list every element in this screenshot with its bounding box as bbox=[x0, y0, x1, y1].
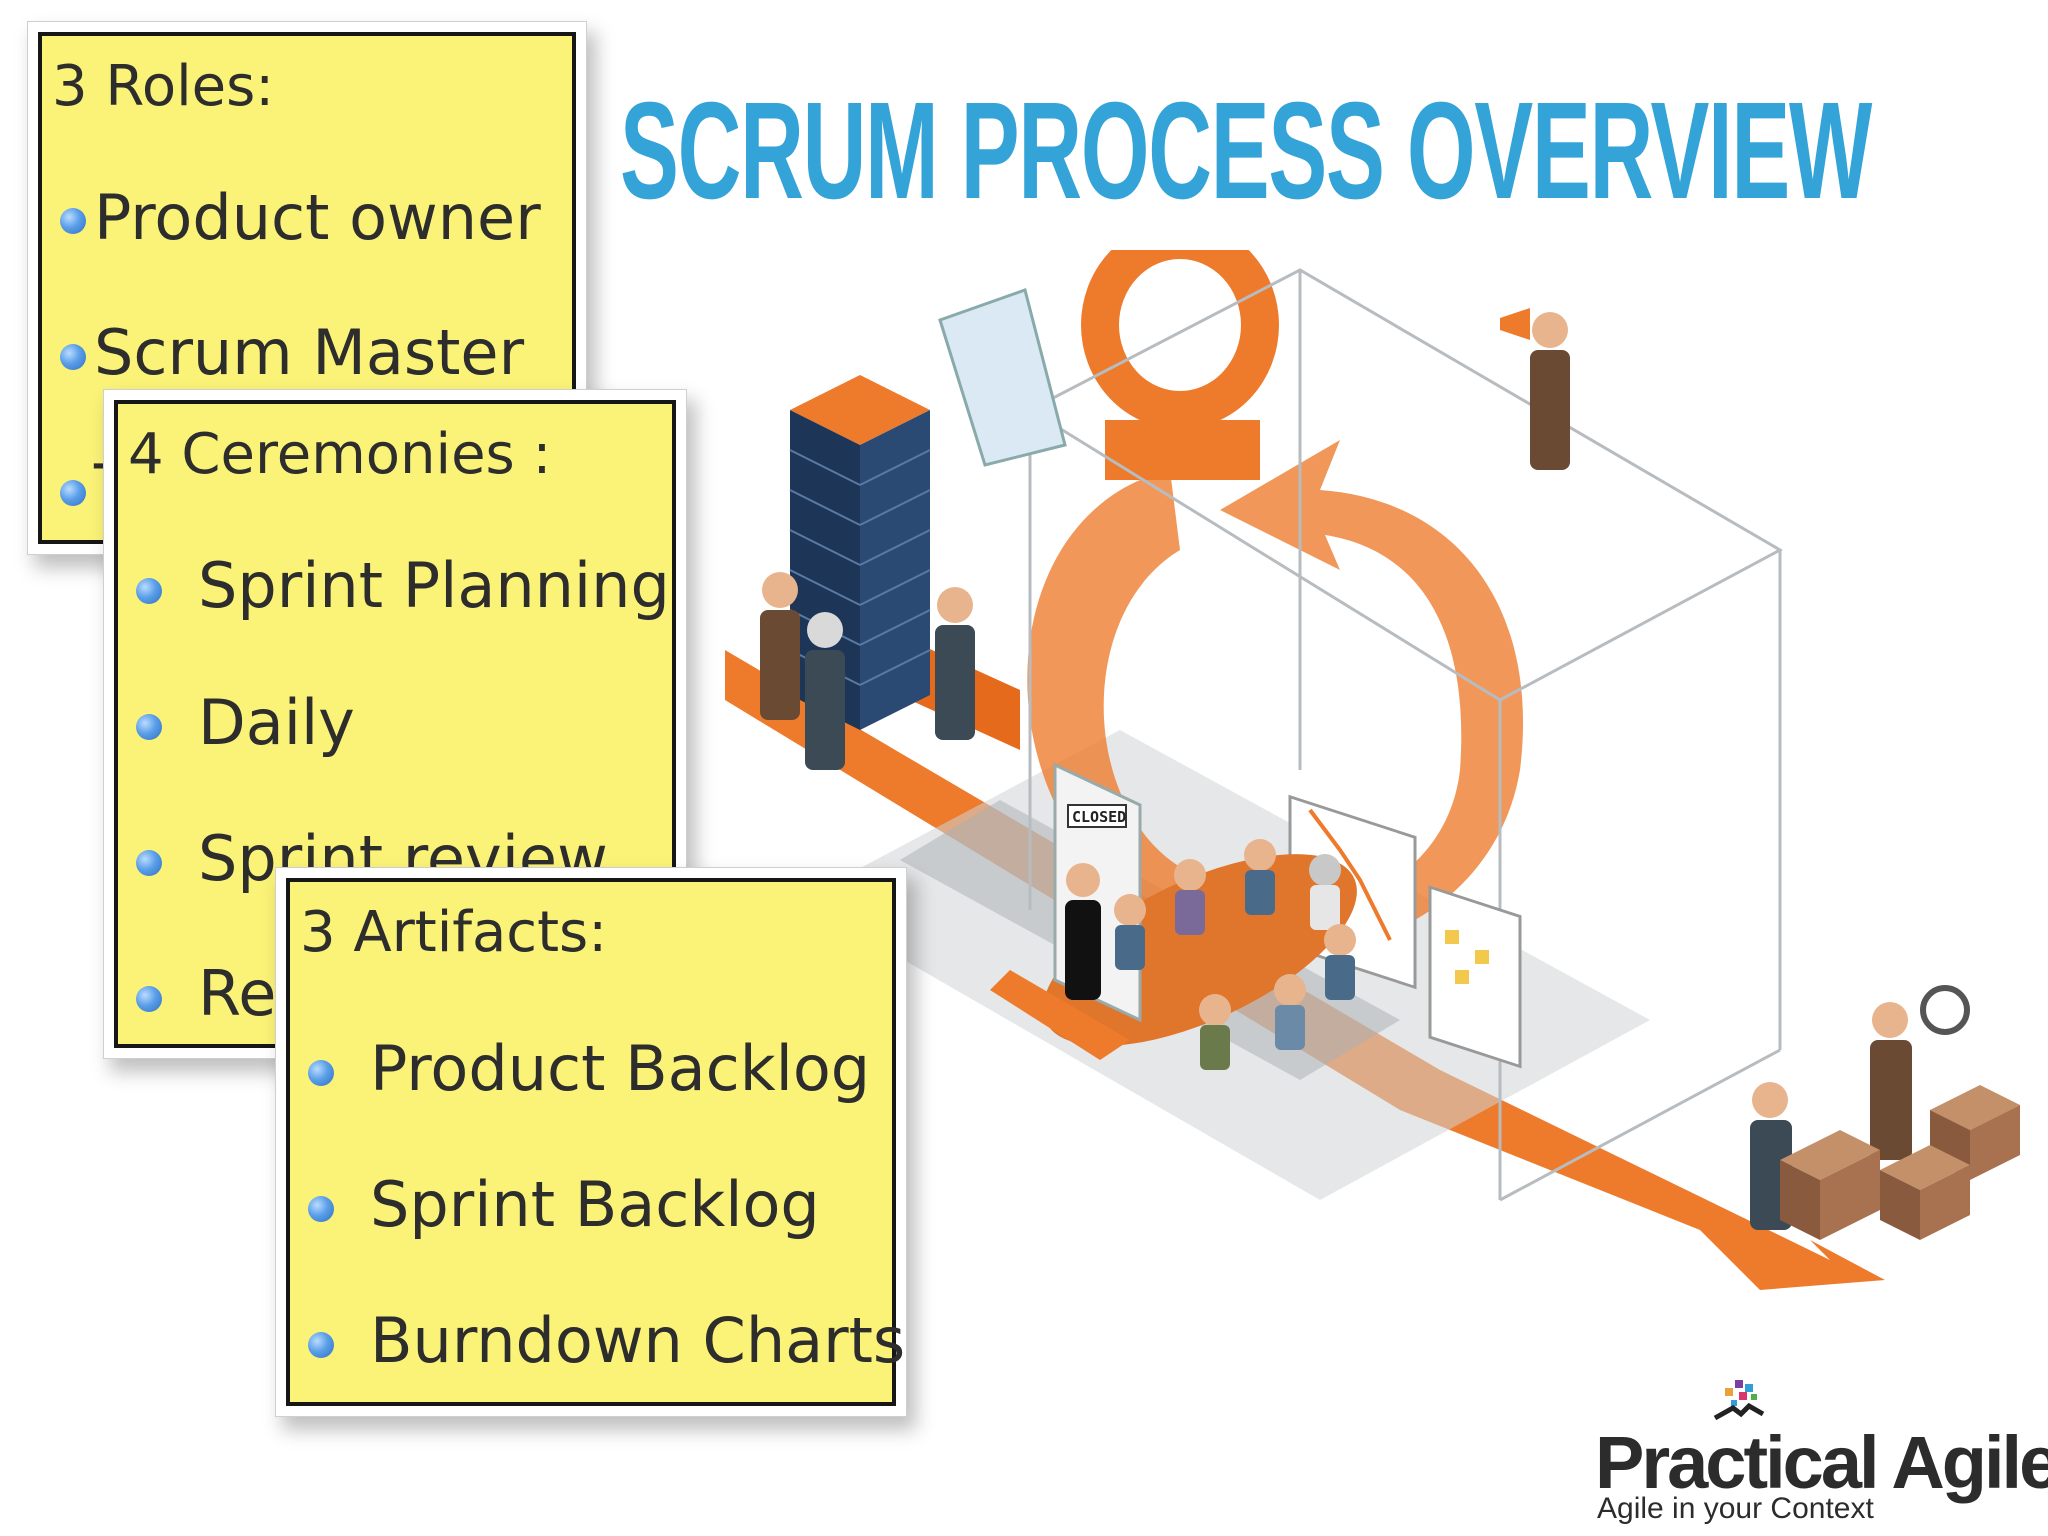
product-backlog-stack bbox=[789, 375, 931, 730]
logo-tagline: Agile in your Context bbox=[1597, 1492, 1874, 1525]
closed-sign-text: CLOSED bbox=[1072, 808, 1126, 826]
delivered-boxes bbox=[1780, 1085, 2020, 1240]
tablet bbox=[938, 288, 1067, 467]
logo-name: Practical Agile bbox=[1595, 1421, 2048, 1504]
bullet-icon bbox=[136, 986, 162, 1012]
bullet-icon bbox=[308, 1060, 334, 1086]
people bbox=[760, 312, 1912, 1230]
artifact-burndown-charts: Burndown Charts bbox=[370, 1304, 906, 1377]
bullet-icon bbox=[60, 344, 86, 370]
ceremony-retrospective: Ret bbox=[198, 957, 301, 1030]
artifacts-heading: 3 Artifacts: bbox=[300, 900, 608, 965]
bullet-icon bbox=[60, 480, 86, 506]
role-product-owner: Product owner bbox=[94, 181, 541, 254]
megaphone-icon bbox=[1500, 308, 1530, 340]
ceremony-sprint-planning: Sprint Planning bbox=[198, 549, 670, 622]
role-scrum-master: Scrum Master bbox=[94, 316, 525, 389]
bullet-icon bbox=[308, 1332, 334, 1358]
artifacts-note: 3 Artifacts: Product Backlog Sprint Back… bbox=[276, 868, 906, 1416]
magnifying-glass-icon bbox=[1920, 985, 1970, 1035]
artifact-product-backlog: Product Backlog bbox=[370, 1032, 871, 1105]
page-title: SCRUM PROCESS OVERVIEW bbox=[620, 74, 1872, 228]
bullet-icon bbox=[136, 714, 162, 740]
sprint-room bbox=[1026, 268, 1784, 1202]
ceremony-daily: Daily bbox=[198, 686, 355, 759]
bullet-icon bbox=[136, 578, 162, 604]
roles-heading: 3 Roles: bbox=[52, 54, 275, 119]
artifact-sprint-backlog: Sprint Backlog bbox=[370, 1168, 820, 1241]
scrum-process-illustration: CLOSED bbox=[725, 250, 2020, 1290]
bullet-icon bbox=[308, 1196, 334, 1222]
bullet-icon bbox=[136, 850, 162, 876]
bullet-icon bbox=[60, 208, 86, 234]
daily-loop-arrow bbox=[1081, 250, 1279, 429]
task-board bbox=[1428, 885, 1522, 1069]
logo-mark-icon bbox=[1713, 1380, 1765, 1421]
iteration-loop-arrow bbox=[1027, 440, 1524, 953]
closed-sign bbox=[1067, 804, 1127, 828]
practical-agile-logo: Practical Agile Agile in your Context bbox=[1595, 1380, 2048, 1525]
ceremonies-heading: 4 Ceremonies : bbox=[128, 422, 552, 487]
